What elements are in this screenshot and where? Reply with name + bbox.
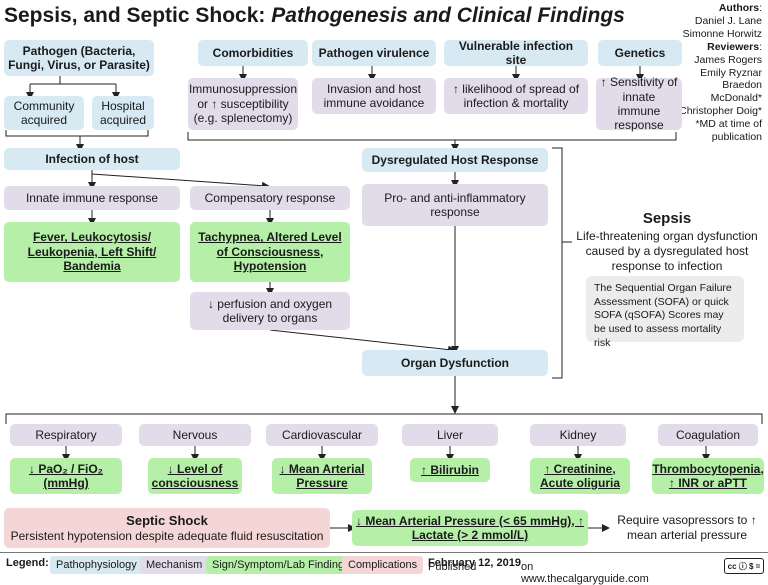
legend-pathophysiology: Pathophysiology xyxy=(50,556,143,574)
sensitivity-node: ↑ Sensitivity of innate immune response xyxy=(596,75,682,132)
reviewer-name: Emily Ryznar xyxy=(700,66,762,79)
reviewer-note: *MD at time of xyxy=(695,118,762,131)
fever-finding-node: Fever, Leukocytosis/ Leukopenia, Left Sh… xyxy=(4,222,180,282)
finding-coagulation: Thrombocytopenia, ↑ INR or aPTT xyxy=(652,458,764,494)
likelihood-node: ↑ likelihood of spread of infection & mo… xyxy=(444,78,588,114)
reviewer-name: McDonald* xyxy=(710,92,762,105)
published-date: February 12, 2019 xyxy=(428,557,521,569)
dysregulated-node: Dysregulated Host Response xyxy=(362,148,548,172)
authors-block: Authors: Daniel J. Lane Simonne Horwitz … xyxy=(652,2,762,144)
legend-finding: Sign/Symptom/Lab Finding xyxy=(206,556,351,574)
author-name: Simonne Horwitz xyxy=(682,27,762,40)
reviewer-name: James Rogers xyxy=(694,53,762,66)
legend-complications: Complications xyxy=(342,556,424,574)
published-prefix: Published xyxy=(428,561,477,573)
title-italic: Pathogenesis and Clinical Findings xyxy=(271,4,625,27)
cc-by-nc-nd-icon: cc ⓘ $ = xyxy=(724,558,764,574)
reviewer-name: Christopher Doig* xyxy=(679,105,762,118)
hospital-acquired-node: Hospital acquired xyxy=(92,96,154,130)
organ-system-coagulation: Coagulation xyxy=(658,424,758,446)
finding-kidney: ↑ Creatinine, Acute oliguria xyxy=(530,458,630,494)
page-title: Sepsis, and Septic Shock: Pathogenesis a… xyxy=(4,4,625,28)
infection-node: Infection of host xyxy=(4,148,180,170)
vulnerable-site-node: Vulnerable infection site xyxy=(444,39,588,67)
author-name: Daniel J. Lane xyxy=(694,14,762,27)
proanti-node: Pro- and anti-inflammatory response xyxy=(362,184,548,226)
organ-system-respiratory: Respiratory xyxy=(10,424,122,446)
comorbidities-node: Comorbidities xyxy=(198,40,308,66)
septic-shock-node: Septic Shock Persistent hypotension desp… xyxy=(4,508,330,548)
finding-nervous: ↓ Level of consciousness xyxy=(148,458,242,494)
septic-shock-definition: Persistent hypotension despite adequate … xyxy=(10,528,324,543)
organ-system-kidney: Kidney xyxy=(530,424,626,446)
finding-liver: ↑ Bilirubin xyxy=(410,458,490,482)
immunosuppression-node: Immunosuppression or ↑ susceptibility (e… xyxy=(188,78,298,130)
reviewers-label: Reviewers xyxy=(707,40,760,53)
reviewer-note: publication xyxy=(711,131,762,144)
compensatory-response-node: Compensatory response xyxy=(190,186,350,210)
innate-response-node: Innate immune response xyxy=(4,186,180,210)
sepsis-panel: Sepsis Life-threatening organ dysfunctio… xyxy=(572,210,762,274)
invasion-node: Invasion and host immune avoidance xyxy=(312,78,436,114)
finding-respiratory: ↓ PaO₂ / FiO₂ (mmHg) xyxy=(10,458,122,494)
reviewer-name: Braedon xyxy=(722,79,762,92)
published-suffix: on www.thecalgaryguide.com xyxy=(520,561,649,585)
legend-label: Legend: xyxy=(6,557,49,569)
organ-system-liver: Liver xyxy=(402,424,498,446)
legend-mechanism: Mechanism xyxy=(140,556,209,574)
virulence-node: Pathogen virulence xyxy=(312,40,436,66)
authors-label: Authors xyxy=(718,2,760,14)
sepsis-definition: Life-threatening organ dysfunction cause… xyxy=(576,229,758,273)
published-line: Published February 12, 2019 on www.theca… xyxy=(428,557,649,585)
organ-system-nervous: Nervous xyxy=(139,424,251,446)
shock-criteria-node: ↓ Mean Arterial Pressure (< 65 mmHg), ↑ … xyxy=(352,510,588,546)
organ-system-cardiovascular: Cardiovascular xyxy=(266,424,378,446)
tachypnea-finding-node: Tachypnea, Altered Level of Consciousnes… xyxy=(190,222,350,282)
sofa-note: The Sequential Organ Failure Assessment … xyxy=(586,276,744,349)
perfusion-node: ↓ perfusion and oxygen delivery to organ… xyxy=(190,292,350,330)
vasopressor-note: Require vasopressors to ↑ mean arterial … xyxy=(617,513,757,542)
organ-dysfunction-node: Organ Dysfunction xyxy=(362,350,548,376)
sepsis-heading: Sepsis xyxy=(642,210,692,227)
legend-bar: Legend: Pathophysiology Mechanism Sign/S… xyxy=(0,552,768,585)
title-plain: Sepsis, and Septic Shock: xyxy=(4,4,266,27)
finding-cardiovascular: ↓ Mean Arterial Pressure xyxy=(272,458,372,494)
septic-shock-heading: Septic Shock xyxy=(126,513,208,528)
pathogen-node: Pathogen (Bacteria, Fungi, Virus, or Par… xyxy=(4,40,154,76)
community-acquired-node: Community acquired xyxy=(4,96,84,130)
genetics-node: Genetics xyxy=(598,40,682,66)
